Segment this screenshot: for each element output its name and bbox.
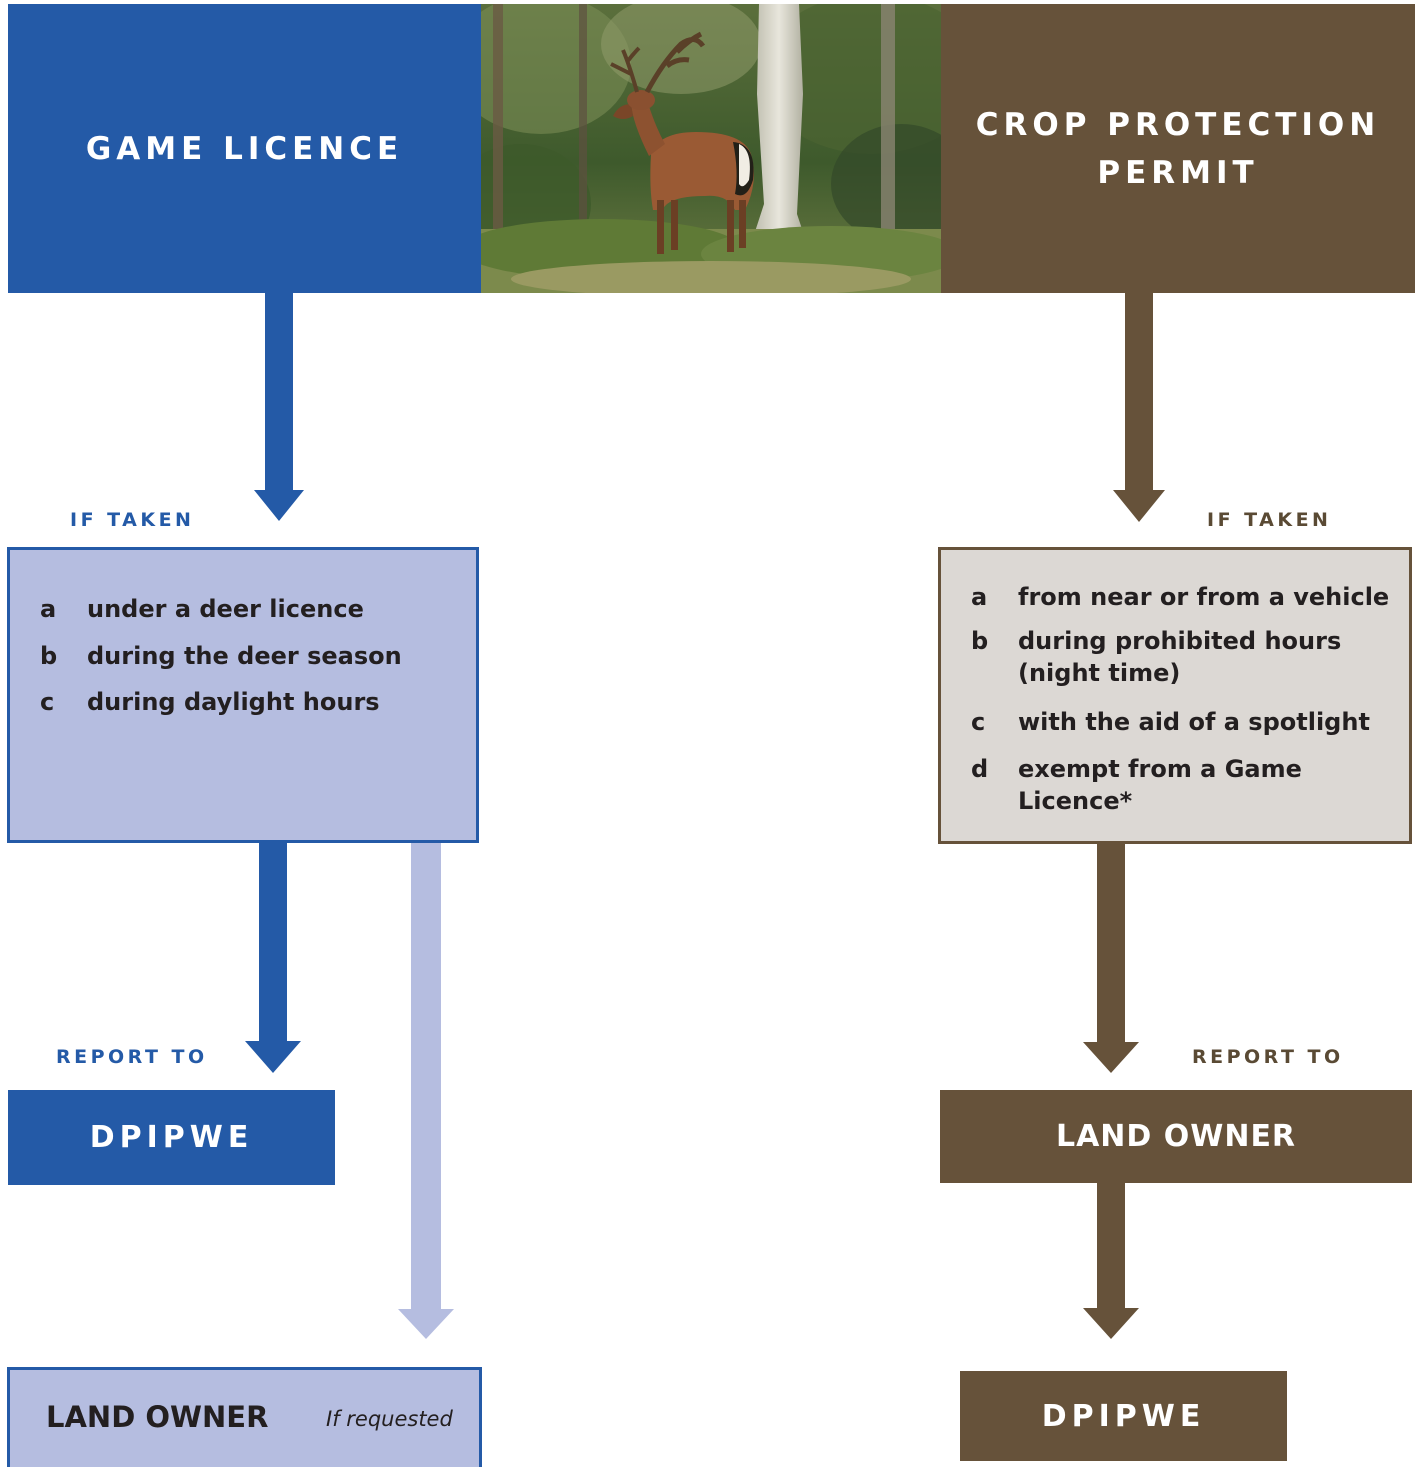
land-owner-label: LAND OWNER [46,1400,269,1434]
arrow-down-icon [245,842,301,1073]
dpipwe-box-left: DPIPWE [8,1090,335,1185]
item-text: exempt from a Game Licence* [1018,755,1302,815]
item-text: during prohibited hours (night time) [1018,627,1342,687]
deer-illustration [481,4,941,293]
crop-protection-conditions-box: a from near or from a vehicle b during p… [938,547,1412,844]
item-text: from near or from a vehicle [1018,583,1390,611]
item-text: during the deer season [87,642,402,670]
item-text: under a deer licence [87,595,364,623]
item-letter: c [40,688,55,716]
game-licence-conditions-box: a under a deer licence b during the deer… [7,547,479,843]
item-text: during daylight hours [87,688,380,716]
if-taken-label-left: IF TAKEN [70,509,195,531]
deer-photo [481,4,941,293]
land-owner-note: If requested [326,1407,453,1431]
dpipwe-label: DPIPWE [89,1120,254,1155]
item-letter: c [971,708,986,736]
arrow-down-icon [1113,293,1165,522]
if-taken-label-right: IF TAKEN [1207,509,1332,531]
game-licence-header: GAME LICENCE [8,4,481,293]
game-licence-title: GAME LICENCE [85,130,404,167]
dpipwe-box-right: DPIPWE [960,1371,1287,1461]
land-owner-label: LAND OWNER [1055,1119,1297,1154]
item-text: with the aid of a spotlight [1018,708,1370,736]
crop-protection-header: CROP PROTECTION PERMIT [941,4,1415,293]
item-letter: a [971,583,988,611]
crop-protection-title: CROP PROTECTION PERMIT [975,106,1381,191]
arrow-down-icon [254,293,304,521]
report-to-label-left: REPORT TO [56,1046,208,1068]
item-letter: b [40,642,58,670]
dpipwe-label: DPIPWE [1041,1398,1206,1434]
land-owner-box-right: LAND OWNER [940,1090,1412,1183]
arrow-down-icon [1083,1182,1139,1339]
arrow-down-icon [398,842,454,1339]
item-letter: a [40,595,57,623]
item-letter: b [971,627,989,655]
item-letter: d [971,755,989,783]
arrow-down-icon [1083,842,1139,1073]
land-owner-box-left: LAND OWNER If requested [7,1367,482,1467]
report-to-label-right: REPORT TO [1192,1046,1344,1068]
